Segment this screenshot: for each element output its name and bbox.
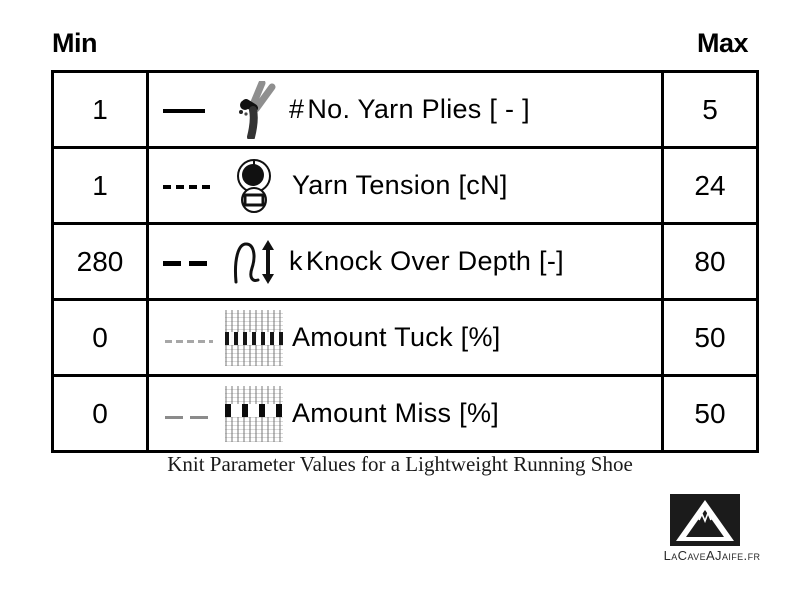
knock-over-depth-icon <box>223 231 285 293</box>
parameter-label-row-1: #No. Yarn Plies [ - ] <box>289 94 530 125</box>
table-row: 0 Amount Tuck [%] 50 <box>51 298 759 377</box>
watermark-text: LaCaveAJaife.fr <box>663 548 761 563</box>
parameter-name: Yarn Tension [cN] <box>292 170 508 200</box>
min-value-cell: 0 <box>51 298 149 377</box>
yarn-plies-icon <box>223 79 285 141</box>
line-style-key-dashed-icon <box>161 175 223 197</box>
min-value-cell: 280 <box>51 222 149 301</box>
max-value-cell: 5 <box>661 70 759 149</box>
max-value: 5 <box>702 93 718 125</box>
max-value: 24 <box>694 169 726 201</box>
knit-fabric-texture <box>225 309 283 366</box>
parameter-symbol: # <box>289 94 305 124</box>
min-value: 0 <box>92 397 108 429</box>
parameter-name: No. Yarn Plies [ - ] <box>307 94 530 124</box>
min-value: 1 <box>92 169 108 201</box>
parameter-name: Amount Miss [%] <box>292 398 500 428</box>
max-column-header: Max <box>696 28 749 58</box>
watermark: LaCaveAJaife.fr <box>648 494 776 574</box>
max-value-cell: 24 <box>661 146 759 225</box>
tuck-stitch-swatch-icon <box>223 307 285 369</box>
min-column-header: Min <box>52 28 98 58</box>
max-value: 50 <box>694 397 726 429</box>
parameter-label-row-5: Amount Miss [%] <box>289 398 499 429</box>
min-value: 0 <box>92 321 108 353</box>
parameter-name: Amount Tuck [%] <box>292 322 501 352</box>
min-value: 1 <box>92 93 108 125</box>
miss-stitch-course <box>225 403 283 417</box>
line-style-key-solid-icon <box>161 99 223 121</box>
parameter-cell: #No. Yarn Plies [ - ] <box>146 70 664 149</box>
parameter-label-row-2: Yarn Tension [cN] <box>289 170 508 201</box>
max-value: 50 <box>694 321 726 353</box>
parameter-name: Knock Over Depth [-] <box>305 246 564 276</box>
line-style-key-long-dash-icon <box>161 251 223 273</box>
table-row: 1 <box>51 70 759 149</box>
table-row: 0 Amount Miss [%] 50 <box>51 374 759 453</box>
min-value-cell: 1 <box>51 146 149 225</box>
max-value: 80 <box>694 245 726 277</box>
line-style-key-faint-dashed-icon <box>161 403 223 425</box>
knit-fabric-texture <box>225 385 283 442</box>
parameter-cell: Yarn Tension [cN] <box>146 146 664 225</box>
table-row: 1 Yarn Tension [cN] <box>51 146 759 225</box>
line-style-key-faint-dotted-icon <box>161 327 223 349</box>
min-value-cell: 0 <box>51 374 149 453</box>
parameter-symbol: k <box>289 246 303 276</box>
max-value-cell: 80 <box>661 222 759 301</box>
max-value-cell: 50 <box>661 374 759 453</box>
max-value-cell: 50 <box>661 298 759 377</box>
knit-parameter-table: 1 <box>51 70 759 453</box>
parameter-label-row-4: Amount Tuck [%] <box>289 322 501 353</box>
parameter-cell: Amount Tuck [%] <box>146 298 664 377</box>
min-value: 280 <box>76 245 124 277</box>
min-value-cell: 1 <box>51 70 149 149</box>
yarn-tension-device-icon <box>223 155 285 217</box>
miss-stitch-swatch-icon <box>223 383 285 445</box>
mountain-triangle-logo-icon <box>670 494 740 546</box>
parameter-cell: Amount Miss [%] <box>146 374 664 453</box>
tuck-stitch-course <box>225 331 283 345</box>
figure-caption: Knit Parameter Values for a Lightweight … <box>167 452 633 476</box>
